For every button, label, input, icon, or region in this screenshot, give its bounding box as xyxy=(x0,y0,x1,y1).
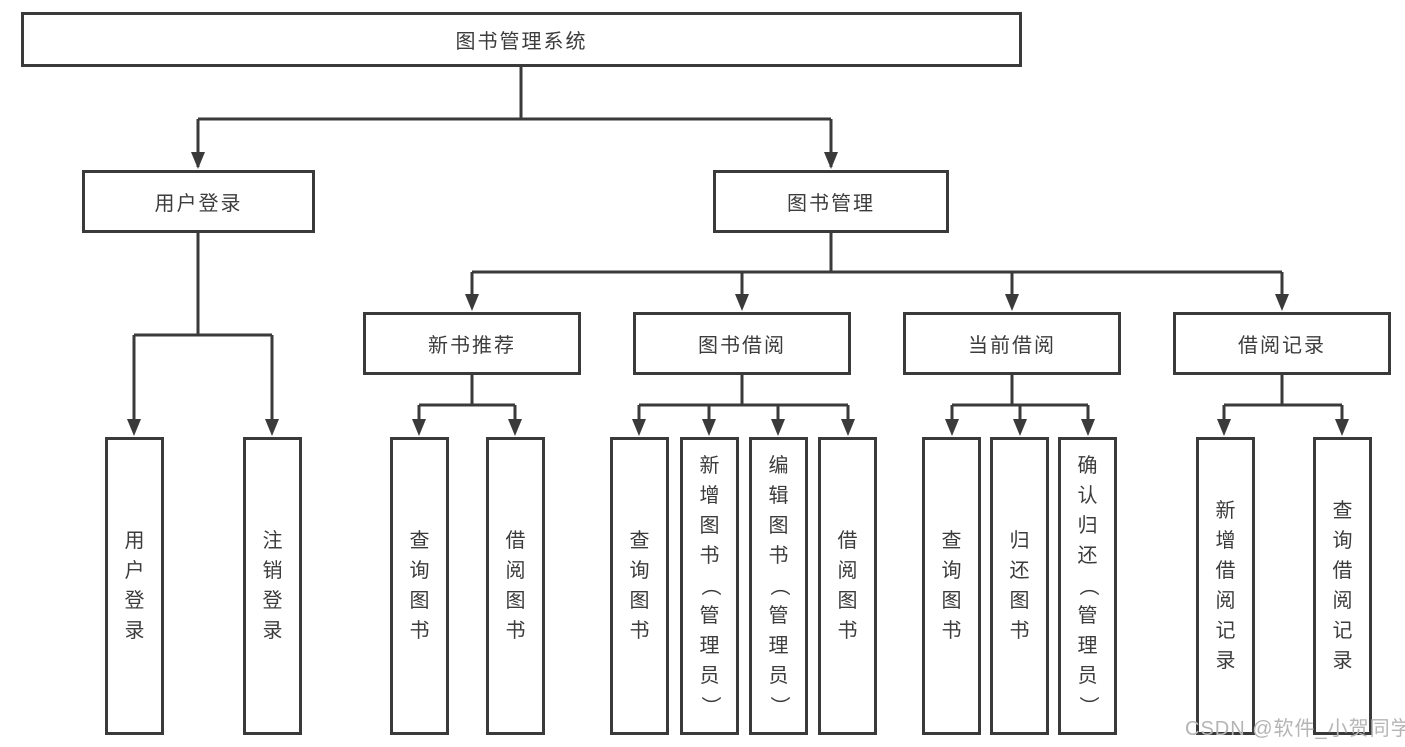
node-user-login-label: 用户登录 xyxy=(154,193,243,215)
leaf-current-query-books: 查询图书 xyxy=(922,437,981,735)
leaf-current-confirm-return-admin-label: 确认归还（管理员） xyxy=(1076,455,1099,716)
leaf-borrowing-edit-books-admin-label: 编辑图书（管理员） xyxy=(767,455,790,716)
leaf-current-confirm-return-admin: 确认归还（管理员） xyxy=(1058,437,1117,735)
leaf-newrec-borrow-books: 借阅图书 xyxy=(486,437,545,735)
node-new-book-recommendation-label: 新书推荐 xyxy=(428,335,516,357)
leaf-borrowing-query-books-label: 查询图书 xyxy=(629,530,650,642)
leaf-current-query-books-label: 查询图书 xyxy=(941,530,962,642)
leaf-newrec-query-books: 查询图书 xyxy=(390,437,449,735)
leaf-borrowing-edit-books-admin: 编辑图书（管理员） xyxy=(749,437,808,735)
node-book-management-label: 图书管理 xyxy=(787,193,875,215)
node-borrowing-records: 借阅记录 xyxy=(1173,312,1391,375)
node-library-system-label: 图书管理系统 xyxy=(455,31,588,53)
leaf-borrowing-add-books-admin: 新增图书（管理员） xyxy=(680,437,739,735)
csdn-watermark: CSDN @软件_小贺同学 xyxy=(1185,718,1405,740)
node-new-book-recommendation: 新书推荐 xyxy=(363,312,581,375)
leaf-logout-login: 注销登录 xyxy=(243,437,302,735)
arrowheads xyxy=(127,152,1349,436)
leaf-user-login-label: 用户登录 xyxy=(124,530,145,642)
leaf-records-query-borrow-record-label: 查询借阅记录 xyxy=(1332,500,1353,672)
leaf-borrowing-query-books: 查询图书 xyxy=(610,437,669,735)
node-current-borrowing-label: 当前借阅 xyxy=(968,335,1056,357)
leaf-user-login: 用户登录 xyxy=(105,437,164,735)
leaf-borrowing-add-books-admin-label: 新增图书（管理员） xyxy=(698,455,721,716)
leaf-records-add-borrow-record: 新增借阅记录 xyxy=(1196,437,1255,735)
leaf-borrowing-borrow-books: 借阅图书 xyxy=(818,437,877,735)
leaf-records-query-borrow-record: 查询借阅记录 xyxy=(1313,437,1372,735)
node-book-borrowing-label: 图书借阅 xyxy=(698,335,786,357)
leaf-current-return-books: 归还图书 xyxy=(990,437,1049,735)
node-book-borrowing: 图书借阅 xyxy=(633,312,851,375)
node-library-system: 图书管理系统 xyxy=(21,12,1022,67)
leaf-borrowing-borrow-books-label: 借阅图书 xyxy=(837,530,858,642)
connector-paths xyxy=(132,67,1344,431)
node-borrowing-records-label: 借阅记录 xyxy=(1238,335,1326,357)
leaf-newrec-query-books-label: 查询图书 xyxy=(409,530,430,642)
leaf-current-return-books-label: 归还图书 xyxy=(1009,530,1030,642)
node-current-borrowing: 当前借阅 xyxy=(903,312,1121,375)
leaf-records-add-borrow-record-label: 新增借阅记录 xyxy=(1215,500,1236,672)
node-book-management: 图书管理 xyxy=(713,170,949,233)
leaf-newrec-borrow-books-label: 借阅图书 xyxy=(505,530,526,642)
leaf-logout-login-label: 注销登录 xyxy=(262,530,283,642)
node-user-login: 用户登录 xyxy=(82,170,315,233)
